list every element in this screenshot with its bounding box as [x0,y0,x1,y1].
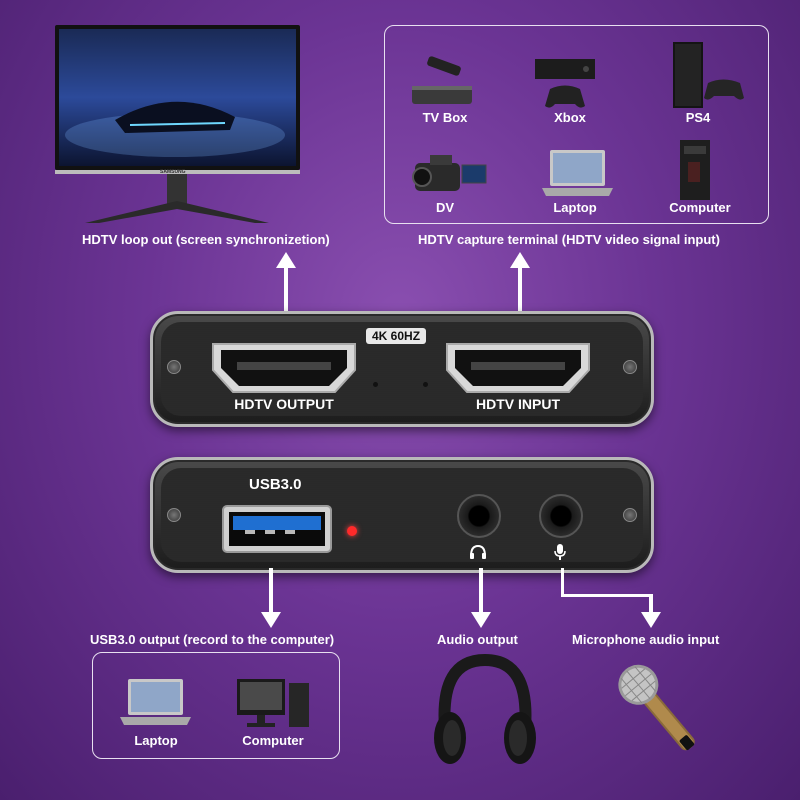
capture-device-back: USB3.0 [150,457,654,573]
microphone-icon [554,544,566,560]
headphone-jack[interactable] [457,494,501,538]
monitor-brand: SAMSUNG [160,169,186,175]
usb-port-label: USB3.0 [249,476,302,493]
laptop-icon [542,150,613,196]
xbox-icon [535,59,595,108]
screw [623,508,637,522]
arrow-to-monitor [276,252,296,314]
resolution-badge: 4K 60HZ [366,328,427,344]
source-dv-label: DV [435,200,455,215]
handheld-microphone-icon [618,664,695,751]
audio-output-label: Audio output [437,632,518,647]
target-computer-label: Computer [242,733,304,748]
source-tv-box-label: TV Box [422,110,468,125]
usb-targets-panel: Laptop Computer [92,652,340,759]
tv-box-icon [412,56,472,104]
arrow-to-usb-targets [261,568,281,628]
computer-tower-icon [680,140,710,200]
monitor-illustration [55,25,300,223]
screw [167,508,181,522]
ps4-icon [673,42,744,108]
computer-icon [237,679,309,727]
source-xbox-label: Xbox [554,110,586,125]
usb-output-label: USB3.0 output (record to the computer) [90,632,335,647]
laptop-icon [120,679,191,725]
microphone-jack[interactable] [539,494,583,538]
arrow-to-microphone [561,568,661,628]
dv-camcorder-icon [412,155,487,191]
hdmi-input-label: HDTV INPUT [476,396,560,412]
arrow-from-sources [510,252,530,314]
screw [167,360,181,374]
capture-device-front: 4K 60HZ HDTV OUTPUT HDTV INPUT [150,311,654,427]
hdmi-output-port[interactable] [209,340,359,396]
monitor: SAMSUNG [55,25,300,225]
sources-panel: TV Box Xbox PS4 DV Laptop Computer [384,25,769,224]
source-ps4-label: PS4 [685,110,711,125]
hdmi-input-port[interactable] [443,340,593,396]
loop-out-label: HDTV loop out (screen synchronizetion) [82,232,330,247]
screw [623,360,637,374]
usb3-port[interactable] [221,504,333,554]
arrow-to-headphones [471,568,491,628]
headphones-icon [434,653,536,764]
power-led [347,526,357,536]
hdmi-output-label: HDTV OUTPUT [234,396,334,412]
source-computer-label: Computer [669,200,731,215]
target-laptop-label: Laptop [134,733,178,748]
headphone-icon [470,544,486,559]
indicator-dot [373,382,378,387]
indicator-dot [423,382,428,387]
mic-input-label: Microphone audio input [572,632,720,647]
source-laptop-label: Laptop [553,200,597,215]
capture-terminal-label: HDTV capture terminal (HDTV video signal… [418,232,720,247]
